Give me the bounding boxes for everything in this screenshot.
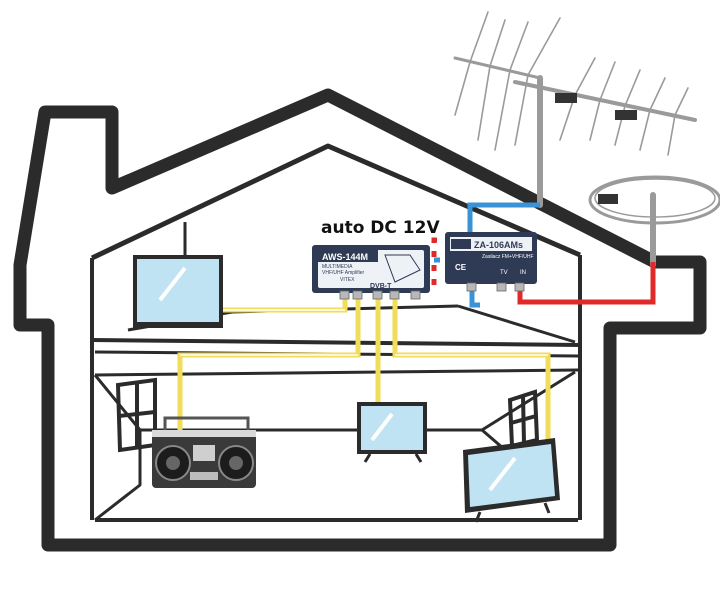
f-connector-icon bbox=[466, 282, 525, 292]
power-supply-tv-label: TV bbox=[500, 270, 508, 276]
tv-icon bbox=[357, 402, 427, 463]
coax-highlight bbox=[180, 309, 548, 356]
window-icon bbox=[115, 377, 157, 453]
fm-antenna-icon bbox=[588, 175, 720, 268]
power-supply-sub1: Zasilacz FM+VHF/UHF bbox=[482, 254, 534, 260]
antenna-cable-blue bbox=[434, 202, 540, 308]
amplifier-mark: DVB-T bbox=[370, 283, 392, 290]
amplifier-model: AWS-144M bbox=[322, 252, 368, 262]
amplifier-sub1: MULTIMEDIA bbox=[322, 264, 353, 270]
roof-antenna-icon bbox=[453, 11, 697, 208]
power-supply-in-label: IN bbox=[520, 270, 526, 276]
f-connector-icon bbox=[339, 290, 421, 300]
power-supply-device: ZA-106AMs Zasilacz FM+VHF/UHF CE TV IN bbox=[445, 232, 537, 292]
radio-icon bbox=[152, 416, 256, 488]
amplifier-sub3: VITEX bbox=[340, 277, 355, 283]
window-icon bbox=[507, 389, 540, 449]
power-supply-ce: CE bbox=[455, 263, 467, 272]
power-cable-red bbox=[431, 237, 656, 305]
tv-icon bbox=[133, 222, 223, 328]
caption-auto-dc: auto DC 12V bbox=[321, 218, 440, 238]
tv-icon bbox=[463, 438, 560, 523]
amplifier-sub2: VHF/UHF Amplifier bbox=[322, 270, 365, 276]
power-supply-model: ZA-106AMs bbox=[474, 240, 523, 250]
amplifier-device: AWS-144M MULTIMEDIA VHF/UHF Amplifier VI… bbox=[312, 245, 430, 300]
